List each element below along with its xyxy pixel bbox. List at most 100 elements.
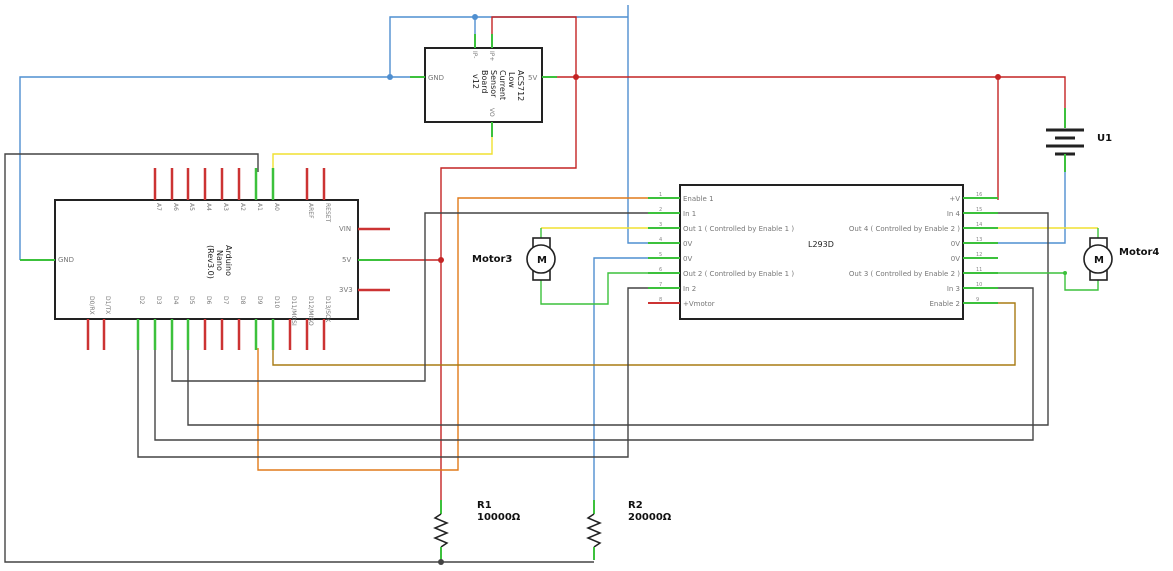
driver-left-pin-number: 4 [659,237,662,243]
sensor-pin-ipp: IP+ [488,51,495,61]
sensor-pin-gnd: GND [428,74,444,82]
arduino-pin-d5: D5 [188,296,195,305]
sensor-title: ACS712 Low Current Sensor Board v12 [471,70,525,101]
svg-text:v12: v12 [471,74,480,89]
driver-right-pin-number: 11 [976,267,982,273]
r2-name: R2 [628,500,643,511]
arduino-pin-gnd: GND [58,256,74,264]
wire-dark-in1[interactable] [171,212,680,382]
arduino-pin-d8: D8 [239,296,246,305]
wire-dark-in2[interactable] [137,287,680,458]
wire-red-ipplus[interactable] [491,16,577,77]
motor4-symbol: M [1094,255,1104,266]
svg-text:Low: Low [507,72,516,88]
driver-right-pin-number: 13 [976,237,982,243]
arduino-pin-d1-tx: D1/TX [104,296,111,314]
arduino-pin-a5: A5 [188,203,195,211]
arduino-pin-a6: A6 [172,203,179,211]
driver-left-pin-number: 1 [659,192,662,198]
motor4-label: Motor4 [1119,247,1159,258]
driver-left-pin-label: 0V [683,255,692,263]
driver-left-pin-number: 2 [659,207,662,213]
driver-left-pin-label: +Vmotor [683,300,715,308]
driver-right-pin-number: 10 [976,282,982,288]
svg-text:Board: Board [480,70,489,94]
junctions [387,14,1067,565]
driver-right-pin-label: 0V [951,255,960,263]
wire-red-r1[interactable] [440,77,577,500]
wire-red-5v-bus[interactable] [542,76,1066,108]
motor3-label: Motor3 [472,254,512,265]
arduino-pin-d7: D7 [222,296,229,305]
wire-blue-gnd-arduino[interactable] [19,76,425,260]
wire-brown-enable2[interactable] [272,302,1016,366]
sensor-pin-5v: 5V [528,74,537,82]
driver-right-pin-label: Out 3 ( Controlled by Enable 2 ) [849,270,960,278]
motor4[interactable]: M Motor4 [1083,237,1159,281]
arduino-pin-d10: D10 [273,296,280,308]
battery-label: U1 [1097,133,1112,144]
arduino-pin-a3: A3 [222,203,229,211]
driver-right-pin-label: +V [949,195,960,203]
arduino-pin-a4: A4 [205,203,212,211]
driver-left-pin-number: 6 [659,267,662,273]
driver-right-pin-number: 16 [976,192,982,198]
driver-right-pin-number: 15 [976,207,982,213]
driver-left-pin-label: Out 2 ( Controlled by Enable 1 ) [683,270,794,278]
svg-text:Current: Current [498,70,507,100]
driver-right-pin-number: 12 [976,252,982,258]
driver-right-pin-label: 0V [951,240,960,248]
arduino-pin-a1: A1 [256,203,263,211]
arduino-pin-vin: VIN [339,225,351,233]
driver-right-pin-label: In 3 [947,285,960,293]
wire-blue-0v-right[interactable] [998,172,1066,244]
sensor-pin-ipm: IP- [471,51,478,58]
current-sensor-acs712[interactable]: GND 5V IP- IP+ VO ACS712 Low Current Sen… [410,34,557,137]
svg-text:Nano: Nano [215,250,224,271]
motor3-symbol: M [537,255,547,266]
wire-dark-in4[interactable] [187,212,1049,426]
driver-right-pin-number: 9 [976,297,979,303]
driver-left-pin-label: In 2 [683,285,696,293]
wire-dark-in3[interactable] [154,287,1034,441]
arduino-pin-5v: 5V [342,256,351,264]
driver-right-pin-number: 14 [976,222,982,228]
battery-u1[interactable]: U1 [1046,108,1112,172]
wire-blue-0v-left[interactable] [627,5,680,244]
arduino-pin-3v3: 3V3 [339,286,353,294]
wire-green-motor4-b[interactable] [998,272,1099,291]
driver-name: L293D [808,240,834,249]
arduino-title: Arduino Nano (Rev3.0) [206,245,233,279]
wire-dark-gnd-loop[interactable] [4,153,594,563]
svg-text:ACS712: ACS712 [516,70,525,101]
driver-left-pin-number: 5 [659,252,662,258]
wires [4,5,1099,563]
driver-left-pin-label: Out 1 ( Controlled by Enable 1 ) [683,225,794,233]
resistor-r1[interactable]: R1 10000Ω [433,500,521,560]
driver-left-pin-label: In 1 [683,210,696,218]
wire-yellow-a0[interactable] [272,122,493,172]
arduino-pin-d13-sck: D13/SCK [324,296,331,323]
motor3[interactable]: M Motor3 [472,237,556,281]
driver-right-pin-label: In 4 [947,210,961,218]
arduino-pin-d11-mosi: D11/MOSI [290,296,297,326]
driver-right-pin-label: Out 4 ( Controlled by Enable 2 ) [849,225,960,233]
svg-text:Arduino: Arduino [224,245,233,276]
svg-text:Sensor: Sensor [489,70,498,98]
resistor-r2[interactable]: R2 20000Ω [586,500,672,560]
wire-green-motor3-b[interactable] [540,272,680,305]
wire-orange-enable1[interactable] [257,197,680,471]
arduino-pin-a2: A2 [239,203,246,211]
driver-right-pin-label: Enable 2 [929,300,960,308]
arduino-pin-d9: D9 [256,296,263,305]
r2-value: 20000Ω [628,512,672,523]
arduino-pin-d3: D3 [155,296,162,305]
driver-left-pin-number: 7 [659,282,662,288]
sensor-pin-vo: VO [488,108,495,117]
wire-blue-r2[interactable] [593,257,680,500]
arduino-pin-d12-miso: D12/MISO [307,296,314,326]
